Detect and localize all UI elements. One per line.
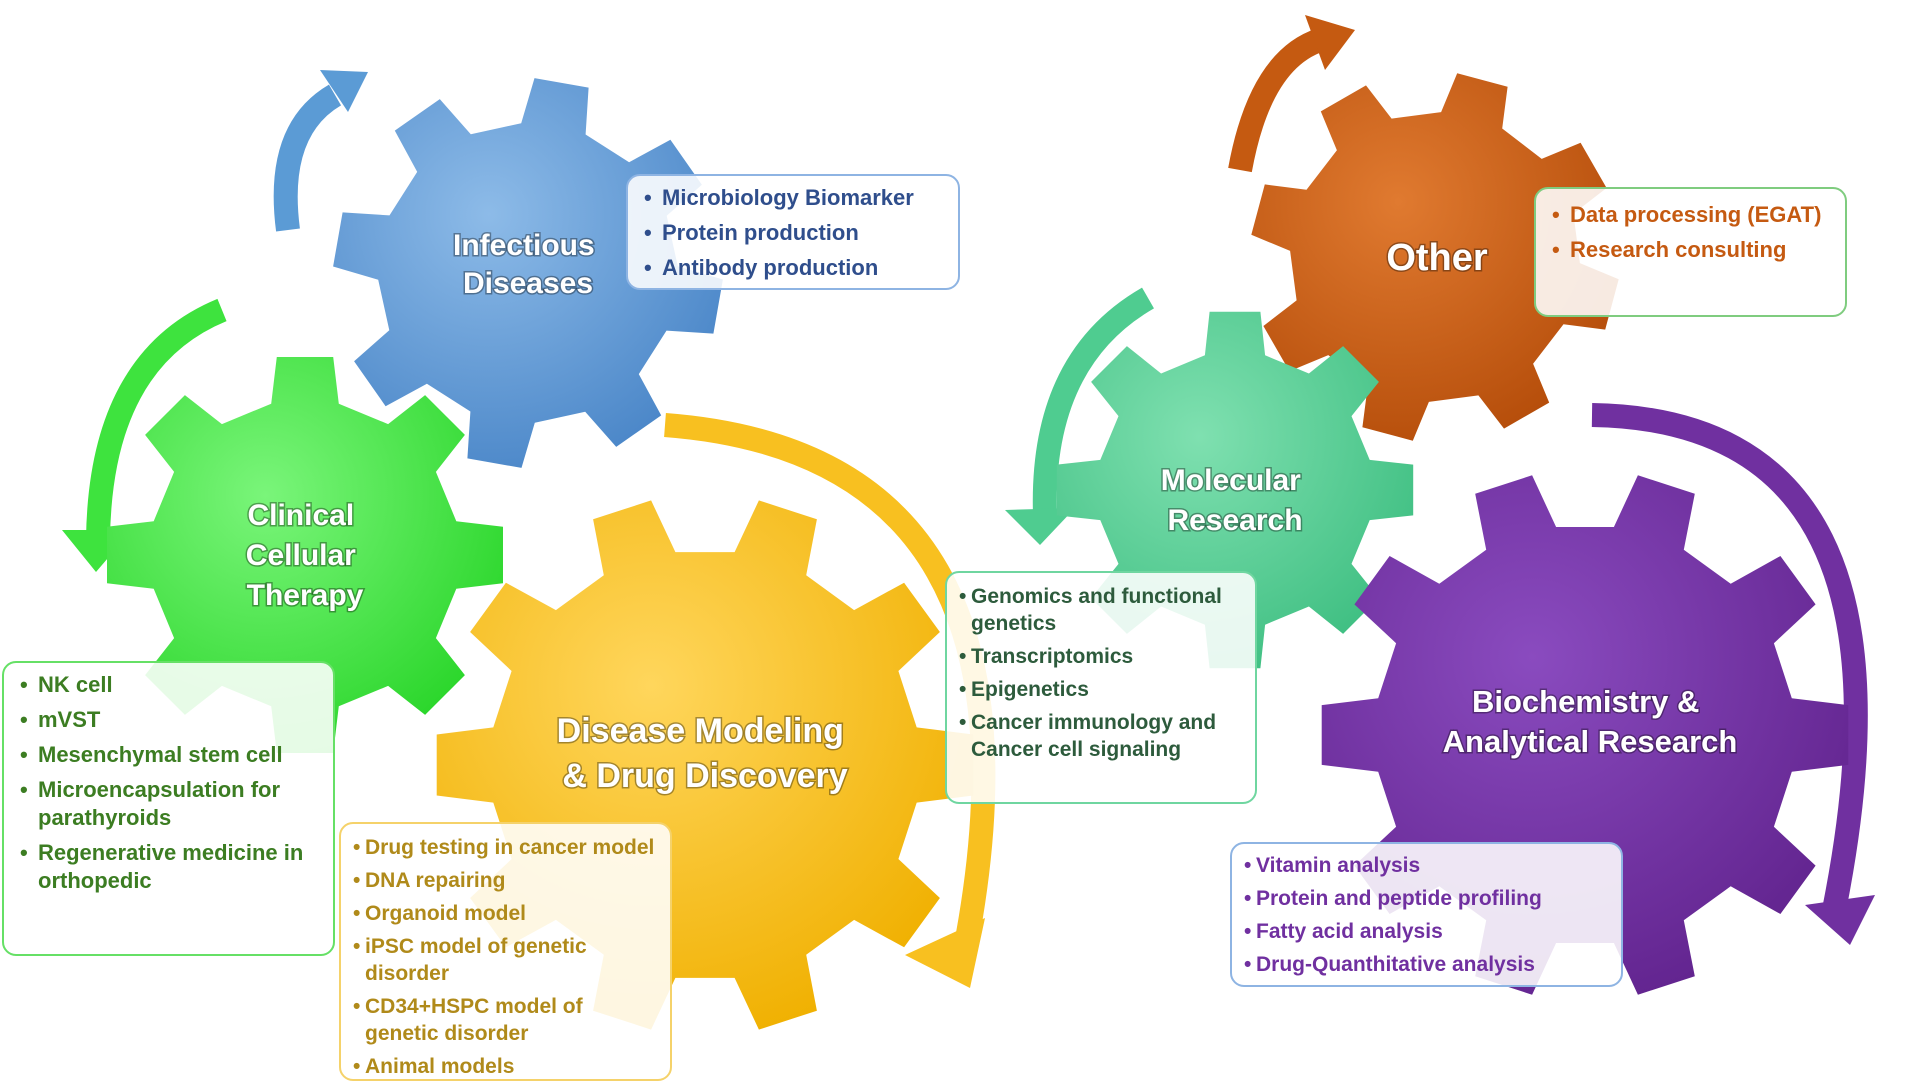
disease-title: Disease Modeling & Drug Discovery [557,712,854,795]
list-item: Drug testing in cancer model [353,834,658,861]
list-item: CD34+HSPC model of genetic disorder [353,993,658,1047]
list-item: Genomics and functional genetics [959,583,1243,637]
list-item: mVST [16,706,321,734]
disease-services-list: Drug testing in cancer model DNA repairi… [353,834,658,1079]
molecular-services-list: Genomics and functional genetics Transcr… [959,583,1243,763]
list-item: Data processing (EGAT) [1548,201,1833,229]
list-item: Antibody production [640,254,946,282]
molecular-cycle-arrow [1032,287,1155,516]
list-item: Transcriptomics [959,643,1243,670]
list-item: Drug-Quanthitative analysis [1244,951,1609,978]
list-item: Epigenetics [959,676,1243,703]
other-services-box: Data processing (EGAT) Research consulti… [1534,187,1847,317]
clinical-title: Clinical Cellular Therapy [246,499,364,612]
list-item: DNA repairing [353,867,658,894]
biochem-arrow-head [1805,895,1875,945]
other-title: Other [1386,237,1488,279]
other-services-list: Data processing (EGAT) Research consulti… [1548,201,1833,264]
biochem-title: Biochemistry & Analytical Research [1443,684,1738,759]
biochem-services-box: Vitamin analysis Protein and peptide pro… [1230,842,1623,987]
list-item: Microbiology Biomarker [640,184,946,212]
list-item: Mesenchymal stem cell [16,741,321,769]
infectious-services-box: Microbiology Biomarker Protein productio… [626,174,960,290]
list-item: iPSC model of genetic disorder [353,933,658,987]
other-arrow-head [1305,15,1355,70]
biochem-cycle-arrow [1591,403,1868,908]
infectious-title: Infectious Diseases [453,229,603,300]
list-item: Fatty acid analysis [1244,918,1609,945]
molecular-arrow-head [1005,508,1075,545]
clinical-services-box: NK cell mVST Mesenchymal stem cell Micro… [2,661,335,956]
biochem-services-list: Vitamin analysis Protein and peptide pro… [1244,852,1609,978]
list-item: NK cell [16,671,321,699]
clinical-gear [107,357,503,753]
list-item: Research consulting [1548,236,1833,264]
infectious-cycle-arrow [273,84,342,232]
disease-services-box: Drug testing in cancer model DNA repairi… [339,822,672,1081]
list-item: Protein production [640,219,946,247]
clinical-cycle-arrow [86,298,227,541]
list-item: Protein and peptide profiling [1244,885,1609,912]
list-item: Vitamin analysis [1244,852,1609,879]
list-item: Organoid model [353,900,658,927]
infectious-arrow-head [320,70,368,112]
molecular-title: Molecular Research [1161,464,1309,537]
list-item: Regenerative medicine in orthopedic [16,839,321,895]
molecular-services-box: Genomics and functional genetics Transcr… [945,571,1257,804]
disease-arrow-head [905,918,985,988]
disease-cycle-arrow [664,413,996,953]
list-item: Cancer immunology and Cancer cell signal… [959,709,1243,763]
clinical-services-list: NK cell mVST Mesenchymal stem cell Micro… [16,671,321,895]
infectious-gear [333,78,723,468]
list-item: Microencapsulation for parathyroids [16,776,321,832]
other-cycle-arrow [1228,28,1325,173]
infectious-services-list: Microbiology Biomarker Protein productio… [640,184,946,282]
list-item: Animal models [353,1053,658,1079]
